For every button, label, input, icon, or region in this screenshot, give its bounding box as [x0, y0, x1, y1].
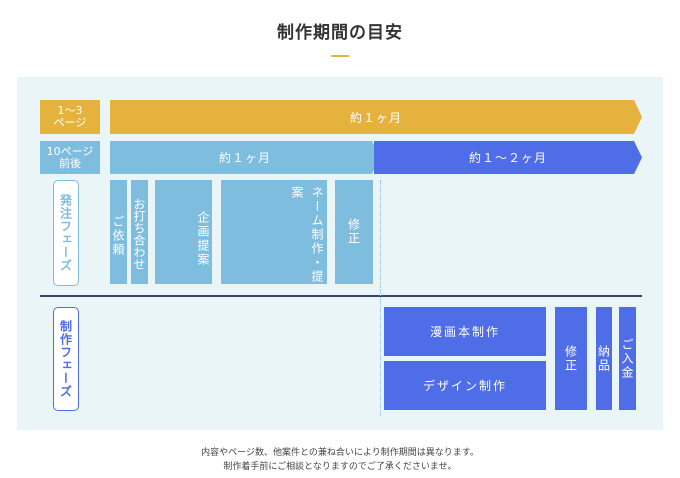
- title-underline: [331, 55, 349, 57]
- row1-label-text: 1〜3 ページ: [53, 104, 87, 129]
- order-step-request: ご依頼: [110, 180, 127, 284]
- order-step-request-text: ご依頼: [111, 215, 125, 257]
- row2-label-text: 10ページ 前後: [46, 144, 94, 170]
- row2-order-arrow: 約１ヶ月: [110, 141, 380, 174]
- production-step-manga-text: 漫画本制作: [429, 325, 500, 339]
- order-step-name: ネーム制作・提案: [221, 180, 327, 284]
- order-step-proposal: 企画提案: [155, 180, 212, 284]
- footer-note-2: 制作着手前にご相談となりますのでご了承くださいませ。: [223, 462, 457, 472]
- production-step-design: デザイン制作: [384, 361, 546, 410]
- order-phase-label: 発注フェーズ: [53, 180, 79, 286]
- production-step-revision: 修正: [555, 307, 587, 410]
- row2-production-arrow: 約１〜２ヶ月: [374, 141, 642, 174]
- production-step-payment: ご入金: [619, 307, 636, 410]
- production-step-manga: 漫画本制作: [384, 307, 546, 356]
- production-step-delivery-text: 納品: [596, 344, 611, 373]
- row2-order-duration-text: 約１ヶ月: [218, 151, 271, 165]
- production-phase-label: 制作フェーズ: [53, 307, 79, 411]
- phase-divider: [40, 295, 642, 297]
- row2-label: 10ページ 前後: [40, 141, 100, 174]
- page-title: 制作期間の目安: [277, 23, 403, 43]
- row1-duration-text: 約１ヶ月: [349, 110, 402, 125]
- order-step-proposal-text: 企画提案: [196, 211, 210, 267]
- order-step-revision-text: 修正: [346, 218, 361, 246]
- production-phase-label-text: 制作フェーズ: [58, 320, 73, 398]
- production-step-design-text: デザイン制作: [422, 379, 507, 393]
- order-phase-label-text: 発注フェーズ: [58, 194, 73, 272]
- production-step-revision-text: 修正: [563, 344, 578, 373]
- row1-label: 1〜3 ページ: [40, 100, 100, 134]
- production-step-delivery: 納品: [596, 307, 612, 410]
- footer-note-1: 内容やページ数、他案件との兼ね合いにより制作期間は異なります。: [201, 448, 479, 458]
- phase-guide-line: [380, 180, 381, 416]
- order-step-meeting-text: お打ち合わせ: [132, 198, 146, 270]
- order-step-revision: 修正: [335, 180, 373, 284]
- row2-production-duration-text: 約１〜２ヶ月: [468, 151, 547, 165]
- row1-duration-arrow: 約１ヶ月: [110, 100, 642, 134]
- order-step-name-text: ネーム制作・提案: [290, 186, 324, 284]
- production-step-payment-text: ご入金: [620, 337, 634, 380]
- order-step-meeting: お打ち合わせ: [131, 180, 148, 284]
